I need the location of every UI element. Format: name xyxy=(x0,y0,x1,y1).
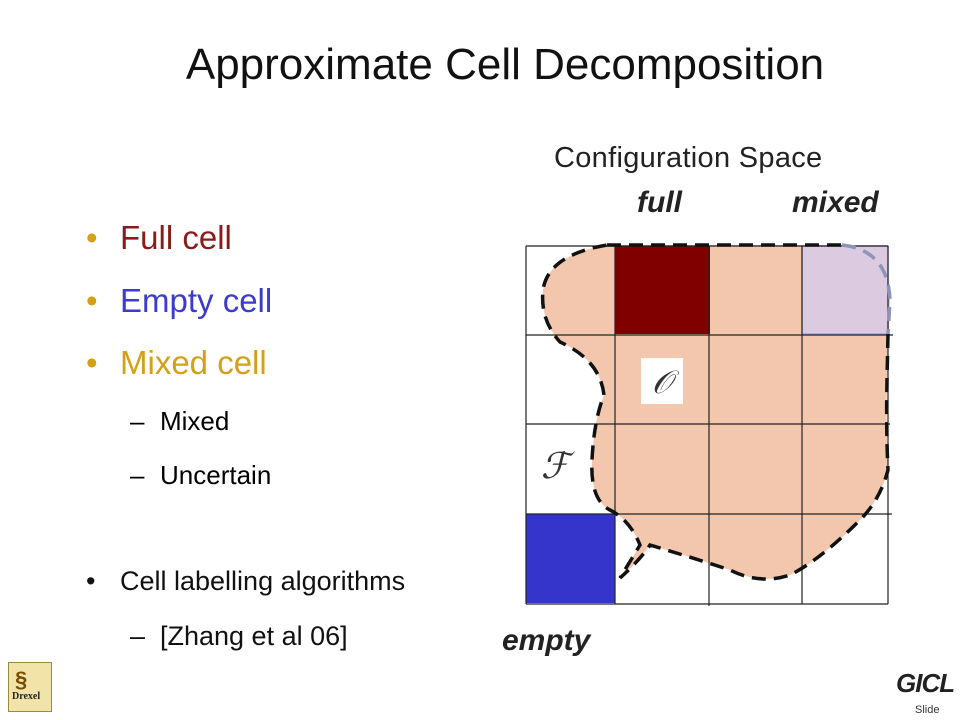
obstacle-boundary-mixed xyxy=(841,243,892,335)
bullet-dot: • xyxy=(86,282,98,319)
full-label: full xyxy=(637,186,682,219)
empty-label: empty xyxy=(502,624,591,657)
bullet-text: Empty cell xyxy=(120,282,273,319)
obstacle-symbol-box xyxy=(641,358,683,404)
bullet-text: Full cell xyxy=(120,219,232,256)
sub-bullet-text: Mixed xyxy=(160,406,230,436)
dragon-icon: § xyxy=(15,667,28,692)
drexel-logo-text: Drexel xyxy=(12,691,41,702)
sub-bullet-text: Uncertain xyxy=(160,460,272,490)
bullet-dot: • xyxy=(86,219,98,256)
sub-bullet-dash: – xyxy=(130,460,145,490)
gicl-logo: GICL xyxy=(896,668,955,698)
bullet-text: Mixed cell xyxy=(120,344,267,381)
sub-bullet-text: [Zhang et al 06] xyxy=(160,621,348,651)
sub-bullet-dash: – xyxy=(130,406,145,436)
obstacle-boundary xyxy=(540,243,890,581)
slide-title: Approximate Cell Decomposition xyxy=(185,40,825,89)
configuration-space-label: Configuration Space xyxy=(554,142,823,174)
sub-bullet-dash: – xyxy=(130,621,146,651)
bullet-text: Cell labelling algorithms xyxy=(120,566,406,596)
mixed-cell xyxy=(801,245,889,335)
full-cell xyxy=(615,246,710,334)
drexel-logo: § Drexel xyxy=(8,662,52,712)
empty-cell xyxy=(526,514,615,603)
mixed-label: mixed xyxy=(792,186,879,219)
bullet-dot: • xyxy=(86,566,96,596)
slide-footer-label: Slide xyxy=(915,704,940,716)
free-space-symbol: ℱ xyxy=(541,446,575,487)
bullet-dot: • xyxy=(86,344,98,381)
